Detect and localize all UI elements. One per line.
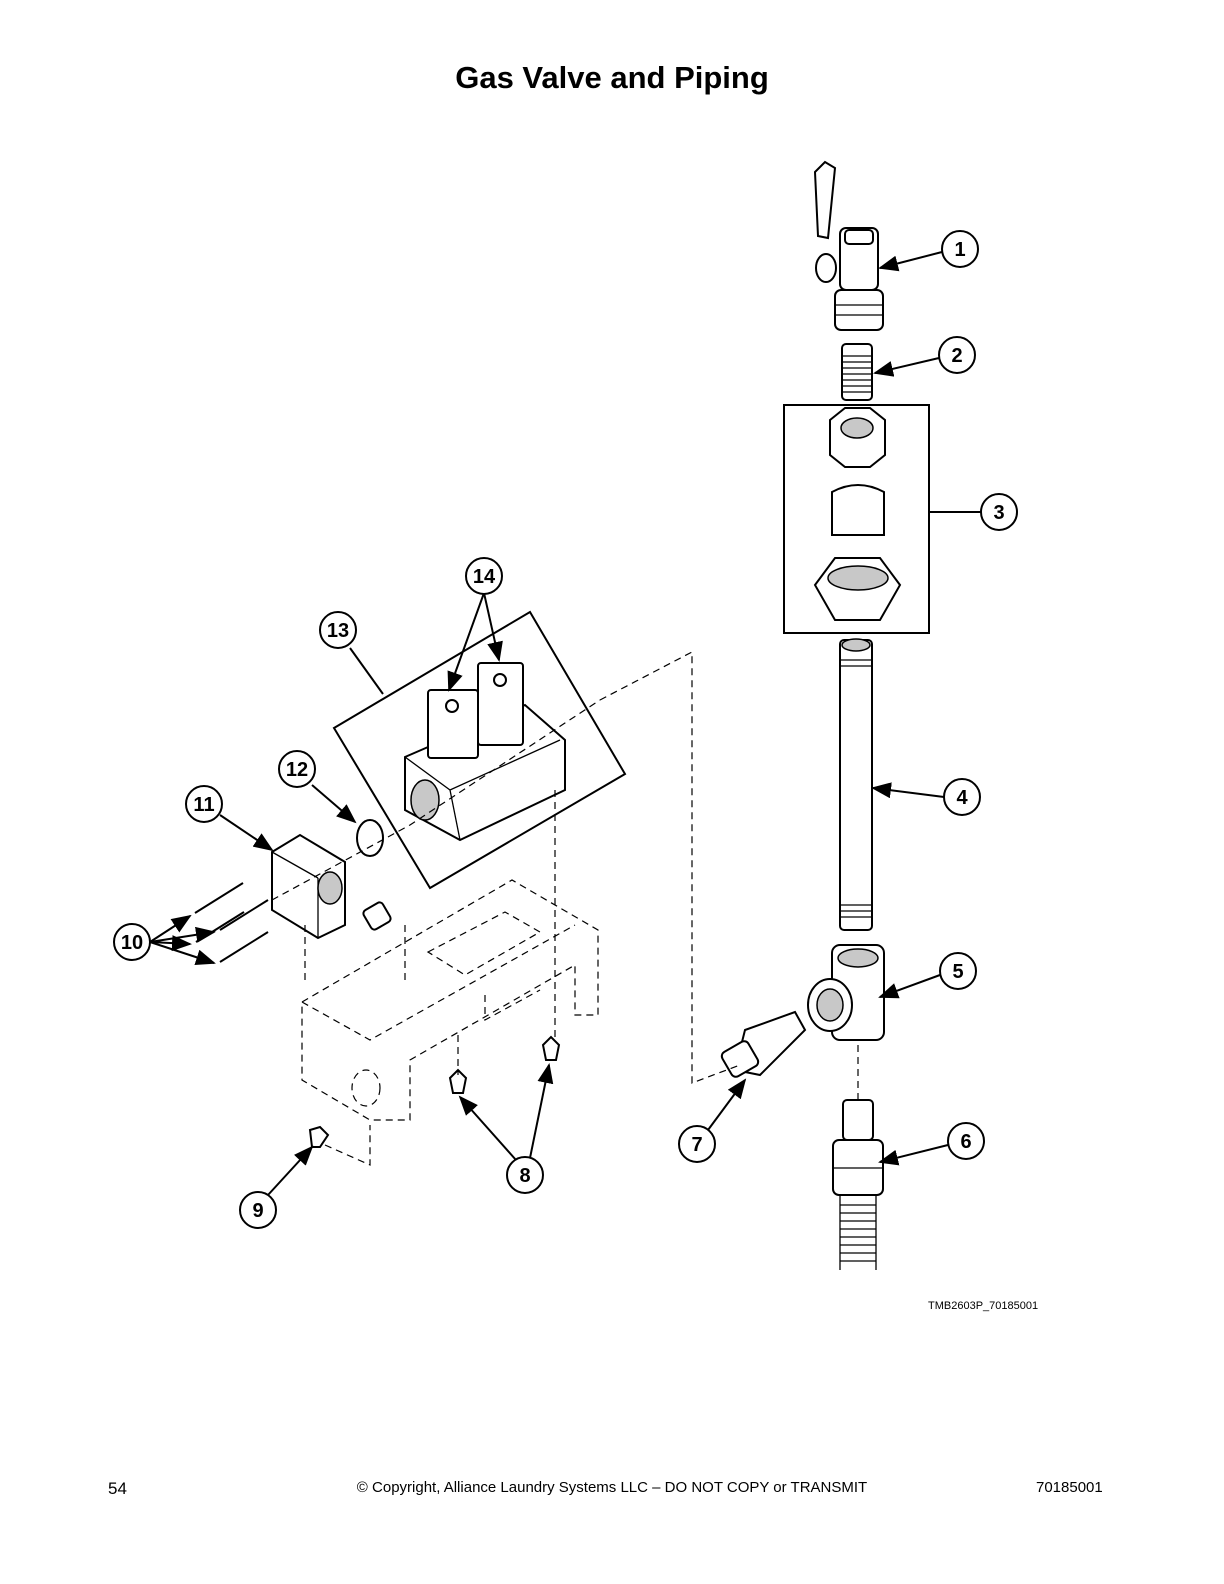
cap-screws — [194, 882, 269, 963]
svg-text:14: 14 — [473, 566, 496, 588]
callout-7: 7 — [678, 1125, 716, 1163]
union-group-box — [783, 404, 930, 634]
figure-id: TMB2603P_70185001 — [928, 1300, 1039, 1312]
leader-lines — [149, 251, 981, 1196]
o-ring — [356, 819, 384, 857]
gas-valve — [404, 662, 566, 842]
ball-valve — [813, 160, 884, 331]
short-nipple — [841, 343, 873, 401]
svg-text:2: 2 — [951, 345, 962, 367]
callout-5: 5 — [939, 952, 977, 990]
pipe-tee — [807, 944, 885, 1041]
small-fitting — [362, 901, 392, 931]
svg-text:7: 7 — [691, 1134, 702, 1156]
svg-text:3: 3 — [993, 502, 1004, 524]
svg-text:1: 1 — [954, 239, 965, 261]
flange — [271, 833, 346, 940]
flex-connector — [832, 1099, 884, 1270]
callout-2: 2 — [938, 336, 976, 374]
svg-text:12: 12 — [286, 759, 308, 781]
svg-text:13: 13 — [327, 620, 349, 642]
callout-8: 8 — [506, 1156, 544, 1194]
callout-6: 6 — [947, 1122, 985, 1160]
document-number: 70185001 — [1036, 1479, 1103, 1496]
callout-14: 14 — [465, 557, 503, 595]
svg-text:8: 8 — [519, 1165, 530, 1187]
copyright-notice: © Copyright, Alliance Laundry Systems LL… — [356, 1479, 868, 1496]
union-parts — [813, 407, 902, 621]
page-title: Gas Valve and Piping — [455, 60, 769, 95]
callout-1: 1 — [941, 230, 979, 268]
callout-13: 13 — [319, 611, 357, 649]
callout-9: 9 — [239, 1191, 277, 1229]
callout-11: 11 — [185, 785, 223, 823]
svg-text:10: 10 — [121, 932, 143, 954]
bracket-screws — [308, 1035, 561, 1148]
svg-text:9: 9 — [252, 1200, 263, 1222]
long-pipe — [839, 638, 873, 931]
svg-text:6: 6 — [960, 1131, 971, 1153]
callout-4: 4 — [943, 778, 981, 816]
callout-3: 3 — [980, 493, 1018, 531]
gas-valve-box — [332, 610, 627, 890]
svg-text:4: 4 — [956, 787, 968, 809]
adapter-fitting — [720, 1010, 807, 1078]
mounting-bracket — [301, 879, 599, 1121]
callout-10: 10 — [113, 923, 151, 961]
callout-12: 12 — [278, 750, 316, 788]
page-number: 54 — [108, 1479, 127, 1498]
svg-text:11: 11 — [193, 794, 214, 816]
svg-text:5: 5 — [952, 961, 963, 983]
